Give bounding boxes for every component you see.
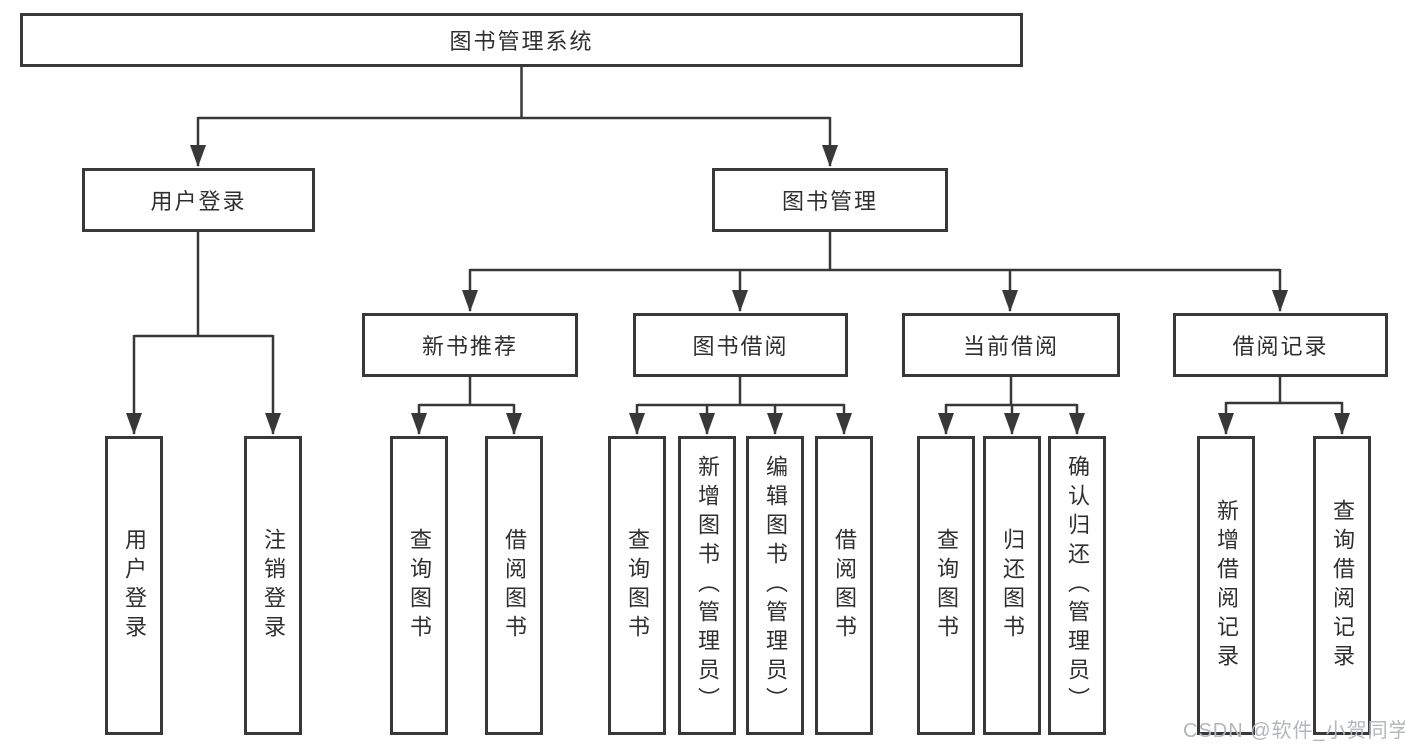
- node-borrowing-records: 借阅记录: [1173, 313, 1388, 377]
- leaf-logout: 注销登录: [244, 436, 302, 735]
- leaf-user-login: 用户登录: [105, 436, 163, 735]
- leaf-add-borrow-record: 新增借阅记录: [1197, 436, 1255, 735]
- node-label: 图书管理: [781, 189, 878, 214]
- leaf-borrow-books-recommend: 借阅图书: [485, 436, 543, 735]
- leaf-label: 查询图书: [625, 527, 650, 644]
- node-label: 用户登录: [150, 189, 247, 214]
- node-user-login: 用户登录: [82, 168, 315, 232]
- node-label: 当前借阅: [962, 334, 1059, 359]
- leaf-label: 借阅图书: [502, 527, 527, 644]
- leaf-edit-books-admin: 编辑图书（管理员）: [746, 436, 804, 735]
- csdn-watermark: CSDN @软件_小贺同学: [1183, 720, 1405, 742]
- leaf-label: 新增图书（管理员）: [695, 455, 720, 716]
- node-root-library-system: 图书管理系统: [20, 13, 1023, 67]
- connector-group-root: [126, 66, 1350, 435]
- leaf-label: 归还图书: [1000, 527, 1025, 644]
- leaf-borrow-books: 借阅图书: [815, 436, 873, 735]
- leaf-label: 借阅图书: [832, 527, 857, 644]
- leaf-confirm-return-admin: 确认归还（管理员）: [1048, 436, 1106, 735]
- node-label: 新书推荐: [421, 334, 518, 359]
- node-book-borrowing: 图书借阅: [633, 313, 848, 377]
- node-new-book-recommend: 新书推荐: [362, 313, 578, 377]
- node-label: 图书借阅: [692, 334, 789, 359]
- leaf-label: 查询借阅记录: [1330, 498, 1355, 673]
- node-book-management: 图书管理: [712, 168, 948, 232]
- node-label: 借阅记录: [1232, 334, 1329, 359]
- leaf-query-books-current: 查询图书: [917, 436, 975, 735]
- leaf-query-borrow-record: 查询借阅记录: [1313, 436, 1371, 735]
- leaf-label: 查询图书: [407, 527, 432, 644]
- leaf-return-books: 归还图书: [983, 436, 1041, 735]
- leaf-label: 注销登录: [261, 527, 286, 644]
- leaf-label: 新增借阅记录: [1214, 498, 1239, 673]
- leaf-query-books-recommend: 查询图书: [390, 436, 448, 735]
- leaf-add-books-admin: 新增图书（管理员）: [678, 436, 736, 735]
- node-label: 图书管理系统: [449, 29, 594, 54]
- node-current-borrowing: 当前借阅: [902, 313, 1120, 377]
- leaf-label: 确认归还（管理员）: [1065, 455, 1090, 716]
- leaf-label: 用户登录: [122, 527, 147, 644]
- leaf-label: 编辑图书（管理员）: [763, 455, 788, 716]
- leaf-query-books-borrow: 查询图书: [608, 436, 666, 735]
- leaf-label: 查询图书: [934, 527, 959, 644]
